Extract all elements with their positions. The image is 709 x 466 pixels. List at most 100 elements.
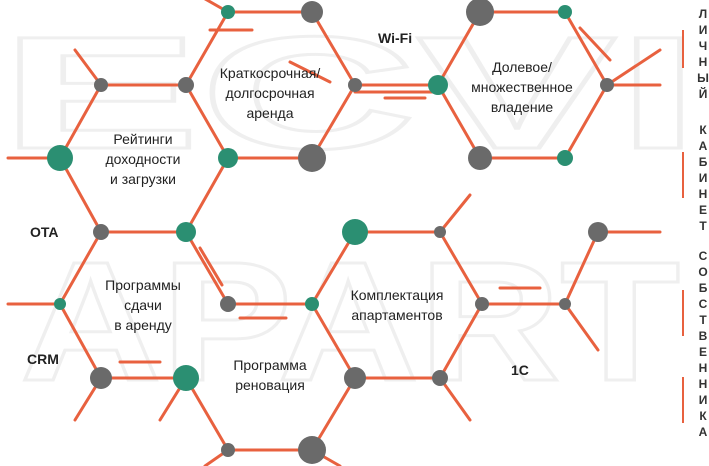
- edge-42: [438, 193, 472, 234]
- tag-crm: CRM: [27, 351, 59, 367]
- sidebar-group3-letter-1: О: [698, 265, 707, 279]
- node-0: [221, 5, 235, 19]
- sidebar-group1-letter-1: И: [699, 23, 708, 37]
- node-10: [54, 298, 66, 310]
- node-12: [90, 367, 112, 389]
- sidebar-group2-letter-3: И: [699, 171, 708, 185]
- node-19: [434, 226, 446, 238]
- edge-22: [438, 230, 484, 306]
- sidebar-group3-letter-6: Е: [699, 345, 707, 359]
- edge-12: [58, 302, 103, 380]
- node-22: [466, 0, 494, 26]
- edge-17: [310, 302, 357, 380]
- sidebar-group2-letter-5: Е: [699, 203, 707, 217]
- edges: [6, 0, 662, 466]
- edge-29: [563, 83, 609, 160]
- sidebar-group3-letter-5: В: [699, 329, 708, 343]
- edge-8: [58, 156, 103, 234]
- cell-ratings-line1: Рейтинги: [113, 131, 172, 147]
- cell-ratings-line3: и загрузки: [110, 171, 176, 187]
- edge-41: [438, 376, 472, 422]
- node-23: [558, 5, 572, 19]
- edge-11: [58, 230, 103, 306]
- cell-renovation-line1: Программа: [233, 357, 307, 373]
- node-5: [298, 144, 326, 172]
- sidebar-group3-letter-2: Б: [699, 281, 708, 295]
- tag-ota: OTA: [30, 224, 59, 240]
- cell-ratings-line2: доходности: [105, 151, 180, 167]
- sidebar-group2-letter-2: Б: [699, 155, 708, 169]
- node-26: [468, 146, 492, 170]
- sidebar-group2-letter-1: А: [699, 139, 708, 153]
- cell-programs-line3: в аренду: [114, 317, 172, 333]
- edge-44: [563, 230, 600, 306]
- sidebar-group3-letter-9: И: [699, 393, 708, 407]
- cell-programs-line1: Программы: [105, 277, 181, 293]
- edge-46: [563, 302, 600, 352]
- cell-equipment-line2: апартаментов: [351, 307, 442, 323]
- edge-1: [184, 10, 230, 87]
- cell-renovation-line2: реновация: [235, 377, 305, 393]
- cell-rent-line2: долгосрочная: [225, 85, 314, 101]
- node-24: [428, 75, 448, 95]
- node-9: [176, 222, 196, 242]
- sidebar-group1-letter-0: Л: [699, 7, 707, 21]
- node-1: [301, 1, 323, 23]
- edge-26: [436, 10, 482, 87]
- edge-9: [184, 156, 230, 234]
- node-17: [221, 443, 235, 457]
- edge-52: [198, 246, 224, 287]
- sidebar-group3-letter-3: С: [699, 297, 708, 311]
- cell-ownership-line1: Долевое/: [492, 59, 552, 75]
- sidebar-group1-letter-5: Й: [699, 86, 708, 101]
- tag-labels: Wi-Fi OTA CRM 1С: [27, 30, 529, 378]
- edge-28: [436, 83, 482, 160]
- edge-38: [73, 48, 103, 87]
- sidebar-group2-letter-6: Т: [699, 219, 707, 233]
- edge-21: [310, 230, 357, 306]
- edge-24: [438, 302, 484, 380]
- cell-rent-line1: Краткосрочная/: [220, 65, 321, 81]
- node-6: [94, 78, 108, 92]
- node-14: [305, 297, 319, 311]
- tag-wifi: Wi-Fi: [378, 30, 412, 46]
- node-20: [475, 297, 489, 311]
- node-3: [348, 78, 362, 92]
- node-13: [173, 365, 199, 391]
- edge-13: [184, 230, 230, 306]
- edge-3: [184, 83, 230, 160]
- node-25: [600, 78, 614, 92]
- cell-programs-line2: сдачи: [124, 297, 162, 313]
- sidebar-group3-letter-8: Н: [699, 377, 708, 391]
- sidebar-group3-letter-7: Н: [699, 361, 708, 375]
- node-2: [178, 77, 194, 93]
- nodes: [47, 0, 614, 464]
- node-28: [559, 298, 571, 310]
- sidebar-group3-letter-10: К: [699, 409, 707, 423]
- cell-ownership-line2: множественное: [471, 79, 573, 95]
- node-27: [557, 150, 573, 166]
- node-8: [93, 224, 109, 240]
- node-21: [432, 370, 448, 386]
- sidebar-group1-letter-3: Н: [699, 55, 708, 69]
- edge-43: [605, 48, 662, 87]
- sidebar-group3-letter-4: Т: [699, 313, 707, 327]
- node-29: [588, 222, 608, 242]
- edge-16: [184, 376, 230, 452]
- sidebar-group2-letter-4: Н: [699, 187, 708, 201]
- tag-1c: 1С: [511, 362, 529, 378]
- cell-rent-line3: аренда: [246, 105, 293, 121]
- node-11: [220, 296, 236, 312]
- edge-2: [310, 10, 357, 87]
- node-4: [218, 148, 238, 168]
- sidebar-group2-letter-0: К: [699, 123, 707, 137]
- node-18: [342, 219, 368, 245]
- cell-ownership-line3: владение: [491, 99, 554, 115]
- node-16: [298, 436, 326, 464]
- sidebar-group3-letter-11: А: [699, 425, 708, 439]
- node-7: [47, 145, 73, 171]
- sidebar-group3-letter-0: С: [699, 249, 708, 263]
- edge-49: [288, 60, 332, 84]
